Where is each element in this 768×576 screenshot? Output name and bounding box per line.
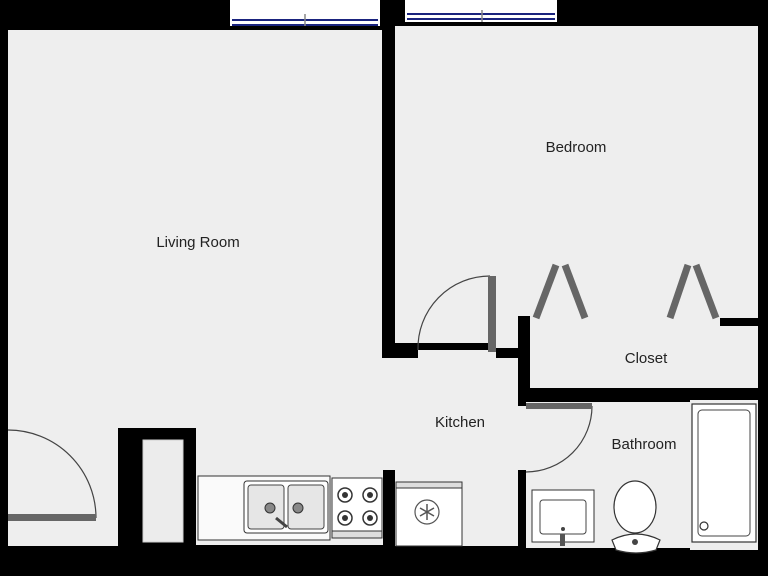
closet-bifold-door-left bbox=[532, 263, 589, 320]
window-living-room bbox=[230, 0, 380, 26]
entry-door bbox=[7, 429, 97, 521]
bathroom-door bbox=[525, 403, 593, 473]
refrigerator bbox=[395, 481, 463, 547]
label-bathroom: Bathroom bbox=[611, 436, 676, 453]
label-living-room: Living Room bbox=[156, 234, 239, 251]
pantry-cabinet bbox=[142, 439, 184, 543]
label-bedroom: Bedroom bbox=[546, 139, 607, 156]
bathroom-sink bbox=[531, 489, 595, 546]
label-closet: Closet bbox=[625, 350, 668, 367]
closet-floor bbox=[530, 326, 758, 388]
bathtub bbox=[691, 403, 757, 543]
closet-bifold-door-right bbox=[666, 263, 720, 320]
bedroom-floor bbox=[395, 26, 758, 348]
label-kitchen: Kitchen bbox=[435, 414, 485, 431]
stove bbox=[331, 477, 383, 539]
living-kitchen-floor bbox=[8, 30, 526, 546]
window-bedroom bbox=[405, 0, 557, 22]
bedroom-door bbox=[417, 275, 496, 352]
toilet bbox=[611, 480, 661, 554]
kitchen-sink bbox=[197, 475, 331, 541]
snowflake-icon bbox=[419, 504, 435, 520]
living-room-entry-floor bbox=[8, 440, 118, 546]
